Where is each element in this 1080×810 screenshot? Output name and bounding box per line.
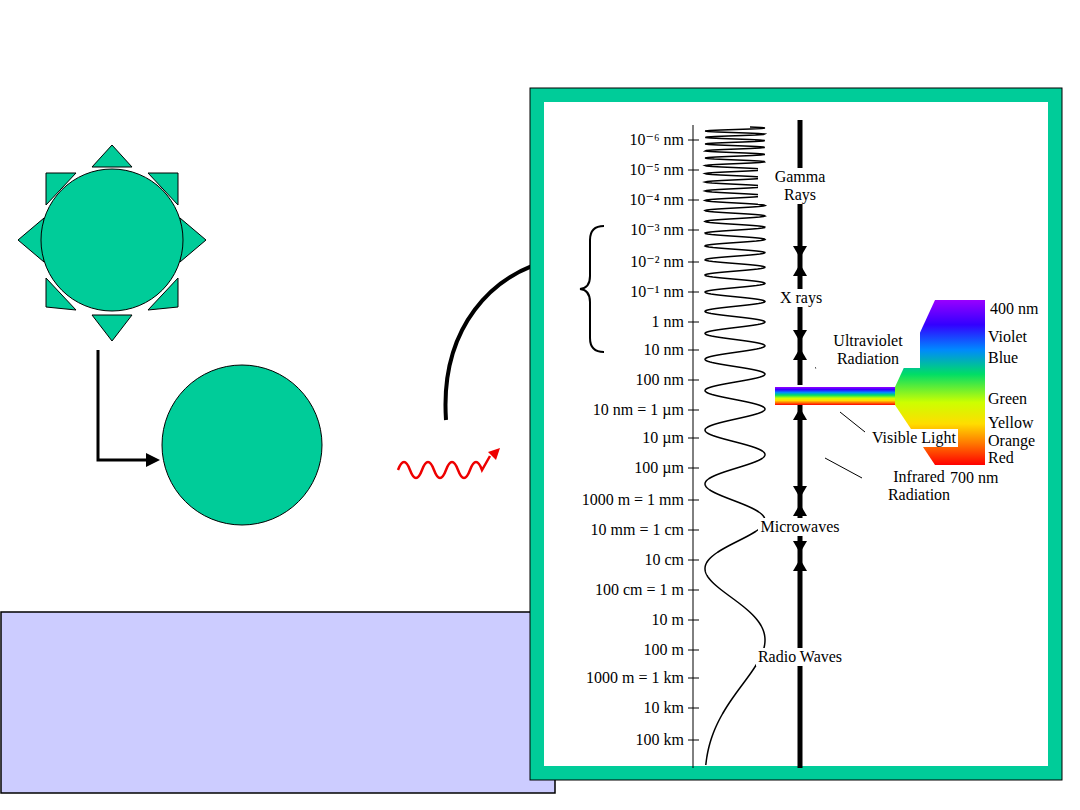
scale-label: 10 nm = 1 µm xyxy=(593,401,684,419)
scale-label: 10⁻¹ nm xyxy=(630,283,684,301)
spiky-particle xyxy=(18,145,206,341)
scale-label: 10⁻² nm xyxy=(630,253,684,271)
band-label: Visible Light xyxy=(870,429,958,447)
wave xyxy=(705,127,765,765)
scale-label: 10 nm xyxy=(644,341,684,359)
band-label: X rays xyxy=(778,289,824,307)
scale-label: 10⁻⁴ nm xyxy=(630,191,684,209)
color-label: Yellow xyxy=(988,414,1034,432)
leader-lines xyxy=(815,358,865,478)
scale-label: 1 nm xyxy=(652,313,684,331)
note-box xyxy=(1,612,555,793)
scale-label: 10⁻⁵ nm xyxy=(630,161,684,179)
scale-label: 10 km xyxy=(644,699,684,717)
scale-label: 10⁻⁶ nm xyxy=(630,131,684,149)
wavelength-label: 400 nm xyxy=(990,300,1038,318)
visible-spectrum xyxy=(775,300,985,465)
scale-ticks xyxy=(688,140,699,740)
scale-label: 10 µm xyxy=(642,429,684,447)
band-label: Radio Waves xyxy=(756,648,844,666)
color-label: Violet xyxy=(988,328,1027,346)
band-label: Microwaves xyxy=(758,518,841,536)
scale-label: 100 m xyxy=(644,641,684,659)
radiation-wave xyxy=(398,448,500,478)
color-label: Orange xyxy=(988,432,1035,450)
bracket xyxy=(580,226,604,352)
color-label: Blue xyxy=(988,349,1018,367)
scale-label: 10 m xyxy=(652,611,684,629)
color-label: Red xyxy=(988,449,1014,467)
plain-particle xyxy=(162,365,322,525)
band-label: Gamma Rays xyxy=(758,168,842,203)
scale-label: 10 mm = 1 cm xyxy=(591,521,684,539)
scale-label: 100 km xyxy=(636,731,684,749)
band-label: Ultraviolet Radiation xyxy=(816,332,920,367)
scale-axis xyxy=(693,125,694,768)
transform-arrow xyxy=(98,350,160,467)
scale-label: 100 nm xyxy=(636,371,684,389)
color-label: Green xyxy=(988,390,1027,408)
band-arrows xyxy=(793,120,807,768)
spectrum-panel xyxy=(537,95,1055,773)
scale-label: 100 µm xyxy=(634,459,684,477)
scale-label: 10 cm xyxy=(644,551,684,569)
scale-label: 1000 m = 1 mm xyxy=(582,491,684,509)
wavelength-label: 700 nm xyxy=(950,469,998,487)
scale-label: 1000 m = 1 km xyxy=(586,669,684,687)
scale-label: 10⁻³ nm xyxy=(630,221,684,239)
scale-label: 100 cm = 1 m xyxy=(595,581,684,599)
